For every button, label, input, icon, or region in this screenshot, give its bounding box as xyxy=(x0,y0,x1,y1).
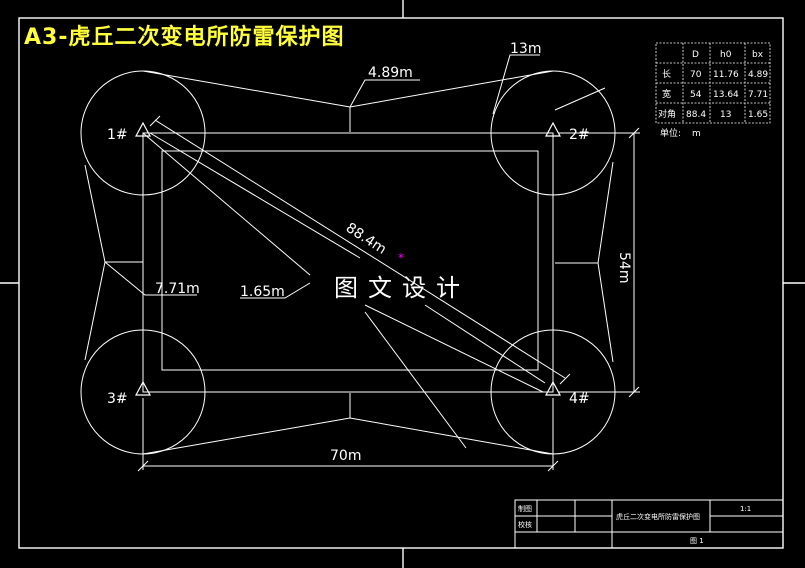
callout-right: 13m xyxy=(510,41,541,57)
legend-cell: 11.76 xyxy=(713,70,739,80)
legend-cell: 54 xyxy=(690,90,702,100)
tower-1-marker xyxy=(134,121,152,137)
right-height-label: 54m xyxy=(616,252,632,283)
legend-header-2: h0 xyxy=(720,50,732,60)
legend-header-1: D xyxy=(692,50,699,60)
substation-outline xyxy=(161,150,539,371)
title-block-scale: 1:1 xyxy=(740,505,751,513)
callout-mid: 1.65m xyxy=(240,284,285,300)
title-block-name: 虎丘二次变电所防雷保护图 xyxy=(616,512,700,521)
title-block-row1: 制图 xyxy=(518,504,532,513)
legend-cell: 70 xyxy=(690,70,702,80)
legend-cell: 4.89 xyxy=(748,70,768,80)
tower-3-marker xyxy=(134,380,152,396)
tower-boundary xyxy=(142,132,554,393)
bottom-dimension xyxy=(137,398,559,472)
callout-left: 7.71m xyxy=(155,281,200,297)
watermark-text: 图文设计 xyxy=(334,274,470,302)
legend-cell: 13 xyxy=(720,110,731,120)
legend-cell: 1.65 xyxy=(748,110,768,120)
drawing-title: A3-虎丘二次变电所防雷保护图 xyxy=(24,25,345,50)
cursor-marker: * xyxy=(398,251,404,265)
legend-cell: 13.64 xyxy=(713,90,739,100)
legend-unit-value: m xyxy=(692,129,701,139)
protection-circles xyxy=(80,70,616,455)
diagonal-dimension xyxy=(142,115,571,449)
legend-cell: 7.71 xyxy=(748,90,768,100)
bottom-width-label: 70m xyxy=(330,448,361,464)
legend-header-3: bx xyxy=(752,50,764,60)
title-block-sheet: 图 1 xyxy=(690,537,704,545)
title-block-row2: 校核 xyxy=(518,520,532,529)
tower-2-marker xyxy=(544,121,562,137)
legend-cell: 宽 xyxy=(662,88,671,100)
legend-cell: 对角 xyxy=(658,108,676,120)
tower-3-label: 3# xyxy=(107,391,128,407)
tower-4-label: 4# xyxy=(569,391,590,407)
legend-unit-label: 单位: xyxy=(660,127,681,139)
protection-envelope-right xyxy=(597,161,614,363)
right-dimension xyxy=(558,127,640,398)
protection-envelope xyxy=(142,70,554,108)
tower-1-label: 1# xyxy=(107,127,128,143)
title-block xyxy=(514,499,784,549)
tower-markers xyxy=(134,121,562,396)
legend-cell: 长 xyxy=(662,68,671,80)
legend-cell: 88.4 xyxy=(686,110,706,120)
protection-envelope-left xyxy=(84,164,106,361)
tower-2-label: 2# xyxy=(569,127,590,143)
tower-4-marker xyxy=(544,380,562,396)
legend-table xyxy=(655,42,771,124)
callout-leaders xyxy=(104,54,606,299)
callout-top: 4.89m xyxy=(368,65,413,81)
